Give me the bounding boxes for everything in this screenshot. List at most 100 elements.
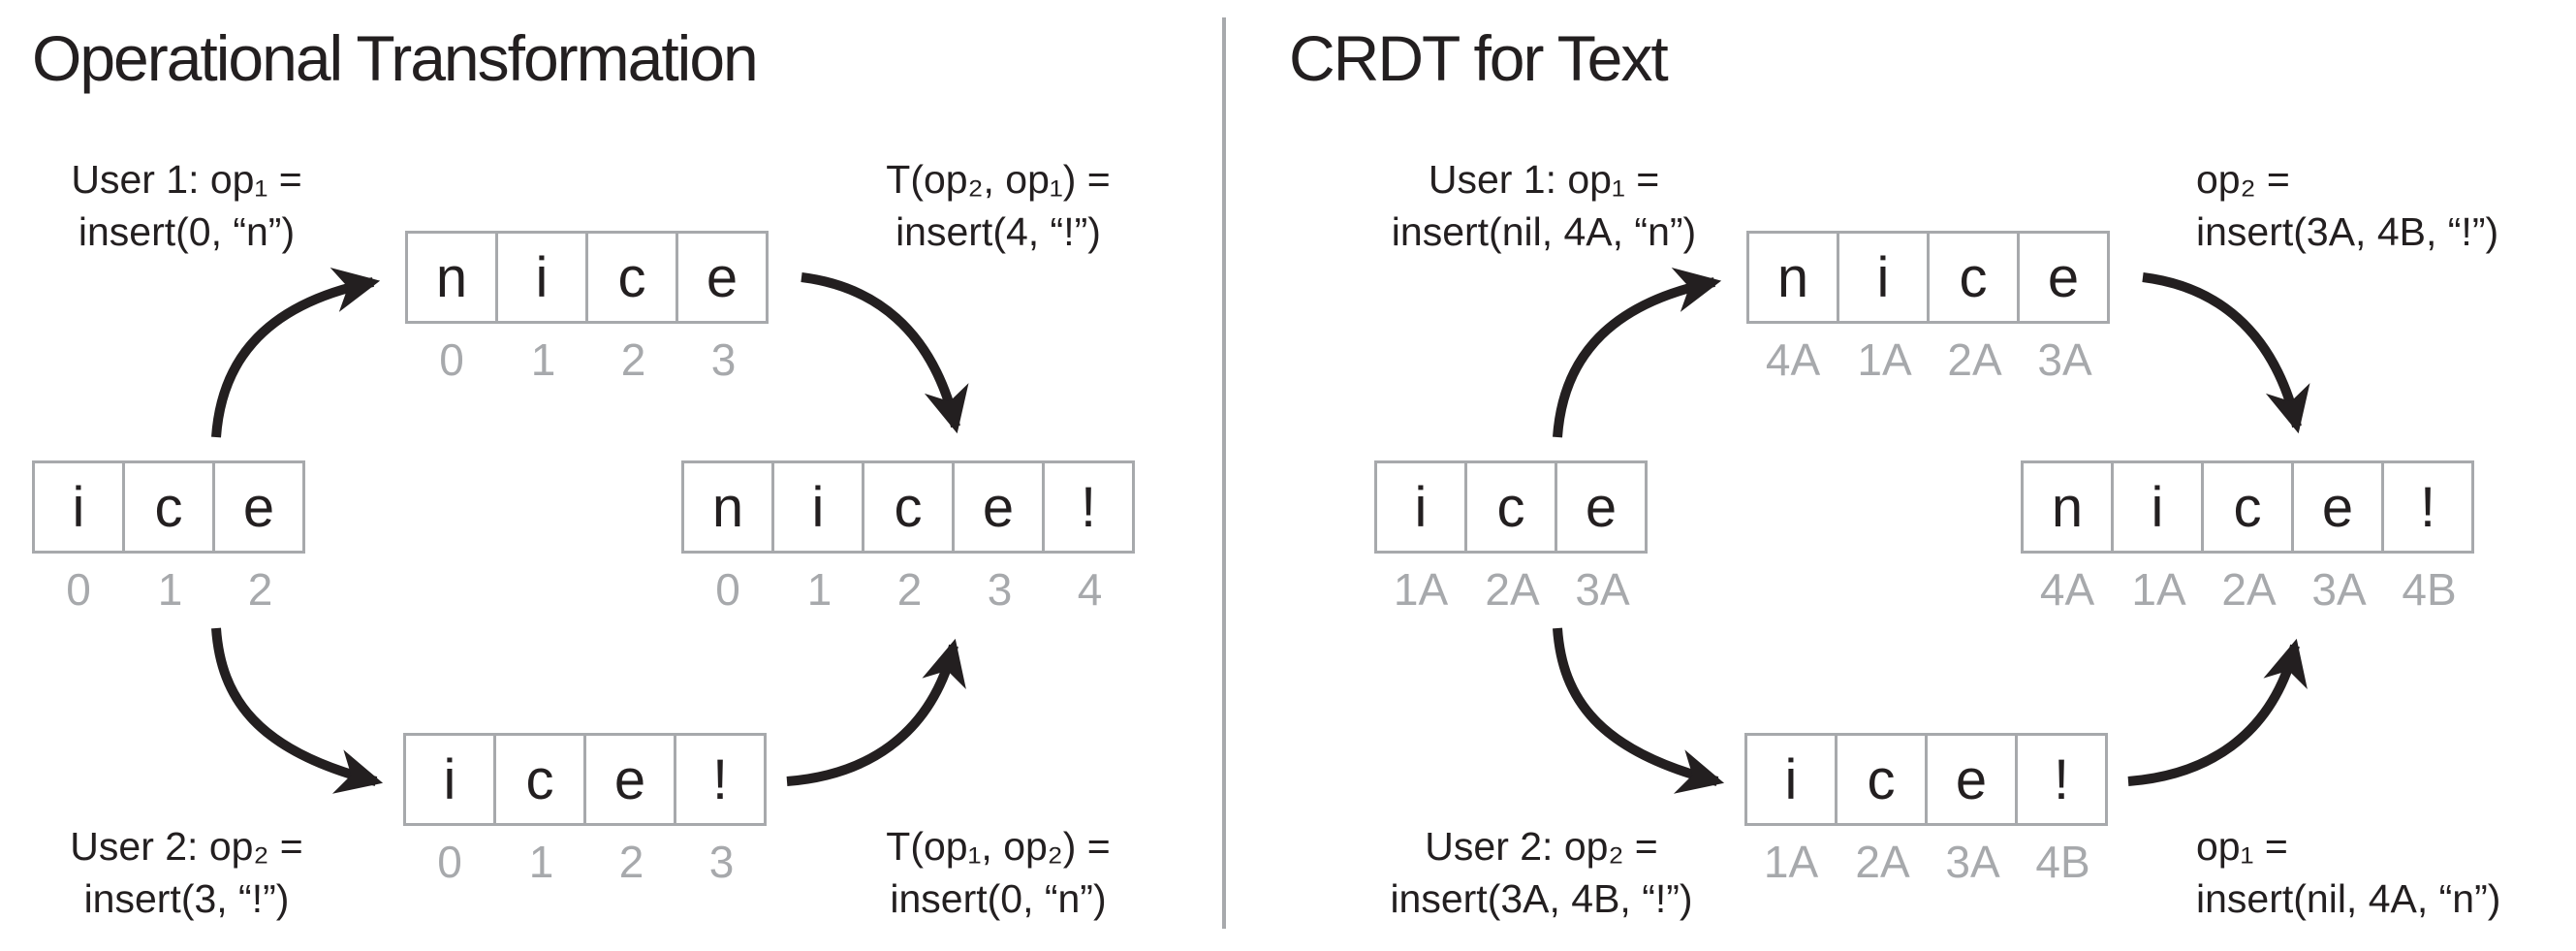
- ot-transformed-op2-label: T(op₂, op₁) = insert(4, “!”): [833, 153, 1163, 258]
- char-cell: e: [212, 460, 305, 554]
- cell-index: 2A: [1485, 564, 1540, 615]
- cell-index: 3A: [2311, 564, 2367, 615]
- char-cell: e: [675, 231, 769, 324]
- index-row: 1A 2A 3A: [1374, 565, 1648, 614]
- char-cell: c: [1927, 231, 2020, 324]
- char-cell: i: [403, 733, 496, 826]
- cell-index: 0: [66, 564, 91, 615]
- char-cell: i: [771, 460, 864, 554]
- index-row: 0 1 2 3 4: [681, 565, 1135, 614]
- cell-index: 4B: [2035, 837, 2090, 887]
- crdt-user2-op-label: User 2: op₂ = insert(3A, 4B, “!”): [1340, 820, 1743, 925]
- cell-index: 3: [987, 564, 1013, 615]
- char-cell: e: [1555, 460, 1648, 554]
- char-cells: n i c e: [1746, 231, 2110, 324]
- ot-merged-box: n i c e ! 0 1 2 3 4: [681, 460, 1135, 614]
- label-line: insert(0, “n”): [78, 209, 296, 254]
- char-cell: c: [862, 460, 955, 554]
- cell-index: 2: [247, 564, 273, 615]
- cell-index: 4A: [1765, 334, 1821, 385]
- char-cell: n: [405, 231, 498, 324]
- crdt-start-box: i c e 1A 2A 3A: [1374, 460, 1648, 614]
- crdt-op2-label: op₂ = insert(3A, 4B, “!”): [2196, 153, 2576, 258]
- label-line: T(op₁, op₂) =: [886, 824, 1111, 869]
- cell-index: 2A: [1947, 334, 2002, 385]
- ot-user2-op-label: User 2: op₂ = insert(3, “!”): [19, 820, 354, 925]
- label-line: insert(nil, 4A, “n”): [2196, 876, 2501, 921]
- char-cell: n: [2021, 460, 2114, 554]
- char-cell: !: [674, 733, 767, 826]
- cell-index: 2: [620, 334, 646, 385]
- cell-index: 3A: [2037, 334, 2092, 385]
- char-cell: c: [1464, 460, 1557, 554]
- label-line: T(op₂, op₁) =: [886, 157, 1111, 202]
- crdt-arrow-op2: [2142, 272, 2310, 434]
- char-cell: e: [583, 733, 676, 826]
- crdt-arrow-user1-op1: [1553, 268, 1722, 438]
- char-cell: e: [1925, 733, 2018, 826]
- char-cell: n: [1746, 231, 1839, 324]
- char-cell: i: [2111, 460, 2204, 554]
- label-line: User 1: op₁ =: [1428, 157, 1660, 202]
- cell-index: 1A: [1857, 334, 1912, 385]
- cell-index: 4A: [2039, 564, 2095, 615]
- char-cell: e: [2017, 231, 2110, 324]
- label-line: User 2: op₂ =: [70, 824, 303, 869]
- cell-index: 0: [439, 334, 464, 385]
- char-cell: i: [1744, 733, 1838, 826]
- ot-bottom-box: i c e ! 0 1 2 3: [403, 733, 767, 886]
- char-cells: i c e: [32, 460, 305, 554]
- cell-index: 3: [708, 837, 735, 887]
- char-cell: e: [952, 460, 1045, 554]
- cell-index: 2: [896, 564, 923, 615]
- char-cell: !: [2381, 460, 2474, 554]
- ot-arrow-transformed-op2: [801, 272, 969, 434]
- ot-arrow-user1-op1: [211, 268, 381, 438]
- label-line: insert(3A, 4B, “!”): [1390, 876, 1693, 921]
- char-cells: n i c e !: [681, 460, 1135, 554]
- ot-top-box: n i c e 0 1 2 3: [405, 231, 769, 384]
- char-cell: i: [1837, 231, 1930, 324]
- index-row: 1A 2A 3A 4B: [1744, 838, 2108, 886]
- ot-start-box: i c e 0 1 2: [32, 460, 305, 614]
- label-line: op₂ =: [2196, 157, 2290, 202]
- char-cell: i: [32, 460, 125, 554]
- char-cells: n i c e !: [2021, 460, 2474, 554]
- char-cells: n i c e: [405, 231, 769, 324]
- cell-index: 3A: [1575, 564, 1630, 615]
- label-line: insert(3, “!”): [83, 876, 290, 921]
- crdt-merged-box: n i c e ! 4A 1A 2A 3A 4B: [2021, 460, 2474, 614]
- cell-index: 3: [710, 334, 737, 385]
- char-cell: c: [1835, 733, 1928, 826]
- label-line: User 1: op₁ =: [71, 157, 302, 202]
- char-cell: c: [122, 460, 215, 554]
- cell-index: 1A: [1763, 837, 1819, 887]
- char-cell: !: [2015, 733, 2108, 826]
- char-cells: i c e: [1374, 460, 1648, 554]
- cell-index: 4B: [2402, 564, 2457, 615]
- cell-index: 1: [528, 837, 554, 887]
- crdt-arrow-op1: [2127, 638, 2308, 786]
- ot-title: Operational Transformation: [32, 22, 759, 94]
- crdt-arrow-user2-op2: [1553, 627, 1725, 794]
- crdt-op1-label: op₁ = insert(nil, 4A, “n”): [2196, 820, 2576, 925]
- label-line: User 2: op₂ =: [1425, 824, 1658, 869]
- cell-index: 2: [618, 837, 644, 887]
- cell-index: 4: [1077, 564, 1103, 615]
- panel-divider: [1222, 17, 1226, 929]
- index-row: 4A 1A 2A 3A: [1746, 335, 2110, 384]
- label-line: insert(3A, 4B, “!”): [2196, 209, 2499, 254]
- crdt-title: CRDT for Text: [1289, 22, 1669, 94]
- index-row: 4A 1A 2A 3A 4B: [2021, 565, 2474, 614]
- char-cell: i: [1374, 460, 1467, 554]
- cell-index: 1: [530, 334, 556, 385]
- ot-arrow-transformed-op1: [786, 638, 966, 786]
- index-row: 0 1 2: [32, 565, 305, 614]
- ot-transformed-op1-label: T(op₁, op₂) = insert(0, “n”): [833, 820, 1163, 925]
- cell-index: 1: [806, 564, 832, 615]
- char-cell: e: [2291, 460, 2384, 554]
- index-row: 0 1 2 3: [403, 838, 767, 886]
- char-cell: c: [493, 733, 586, 826]
- crdt-bottom-box: i c e ! 1A 2A 3A 4B: [1744, 733, 2108, 886]
